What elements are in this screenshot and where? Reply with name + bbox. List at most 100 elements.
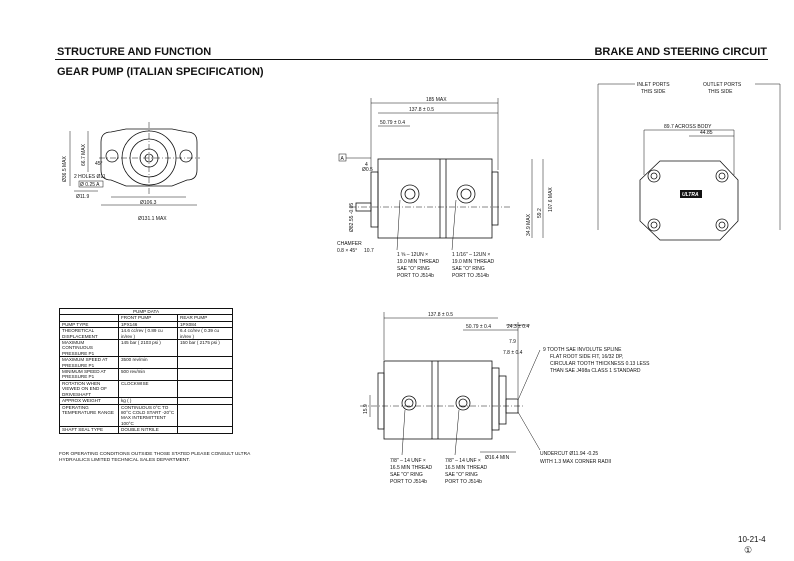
table-cell: 3500 rev/min — [118, 356, 178, 370]
spline-spec-line: 9 TOOTH SAE INVOLUTE SPLINE — [543, 347, 622, 353]
dim-label: 34.9 MAX — [526, 213, 532, 236]
front-flange-view — [69, 122, 200, 206]
dim-label: 2 HOLES Ø11 — [74, 174, 106, 180]
page-number: 10-21-4 — [738, 535, 766, 544]
dim-label: Ø36.5 MAX — [62, 155, 68, 182]
logo-text: ULTRA — [682, 192, 699, 198]
table-cell: 1PX084 — [177, 320, 233, 329]
table-cell — [177, 426, 233, 434]
dim-label: CHAMFER — [337, 241, 362, 247]
table-cell: MAXIMUM SPEED AT PRESSURE P1 — [59, 356, 119, 370]
port-spec-line: SAE "O" RING — [397, 266, 430, 272]
table-cell — [177, 403, 233, 428]
spline-spec-line: CIRCULAR TOOTH THICKNESS 0.13 LESS — [550, 361, 650, 367]
port-spec-line: 7/8" – 14 UNF × — [390, 458, 426, 464]
footnote: FOR OPERATING CONDITIONS OUTSIDE THOSE S… — [59, 452, 251, 464]
dim-label: 0.8 × 45° — [337, 248, 357, 254]
side-view-bottom — [360, 312, 541, 456]
port-spec-line: SAE "O" RING — [390, 472, 423, 478]
dim-label: 50.79 ± 0.4 — [466, 324, 491, 330]
revision-mark: ① — [744, 545, 753, 555]
dim-label: 45° — [95, 161, 103, 167]
dim-label: 185 MAX — [426, 97, 447, 103]
port-spec-line: 19.0 MIN THREAD — [452, 259, 495, 265]
dim-label: 4 — [365, 162, 368, 168]
dim-label: Ø106.3 — [140, 200, 157, 206]
page-subtitle: GEAR PUMP (ITALIAN SPECIFICATION) — [57, 66, 264, 78]
outlet-label: OUTLET PORTS — [703, 82, 742, 88]
table-cell — [177, 368, 233, 381]
dim-label: Ø131.1 MAX — [138, 216, 167, 222]
dim-label: 66.7 MAX — [81, 143, 87, 166]
table-cell: ROTATION WHEN VIEWED ON END OF DRIVESHAF… — [59, 379, 119, 399]
table-cell: 145 bar ( 2103 psi ) — [118, 339, 178, 358]
undercut-spec-line: UNDERCUT Ø11.94 -0.25 — [540, 451, 598, 457]
dim-label: 137.8 ± 0.5 — [428, 312, 453, 318]
column-header: REAR PUMP — [177, 314, 233, 322]
port-spec-line: 16.5 MIN THREAD — [390, 465, 433, 471]
port-spec-line: 7/8" – 14 UNF × — [445, 458, 481, 464]
dim-label: 59.2 — [537, 208, 543, 218]
table-cell: DOUBLE NITRILE — [118, 426, 178, 434]
end-view — [597, 83, 781, 241]
port-spec-line: 19.0 MIN THREAD — [397, 259, 440, 265]
undercut-spec-line: WITH 1.3 MAX CORNER RADII — [540, 459, 611, 465]
dim-label: 15.9 — [363, 404, 369, 414]
table-cell: SHAFT SEAL TYPE — [59, 426, 119, 434]
dim-label: Ø11.9 — [76, 194, 89, 200]
section-title: STRUCTURE AND FUNCTION — [57, 46, 212, 58]
dim-label: 7.8 ± 0.4 — [503, 350, 523, 356]
port-spec-line: PORT TO J514b — [397, 273, 434, 279]
outlet-label: THIS SIDE — [708, 89, 733, 95]
dim-label: Ø 0.25 A — [80, 182, 100, 188]
port-spec-line: 16.5 MIN THREAD — [445, 465, 488, 471]
table-cell: CONTINUOUS 0°C TO 80°C COLD START -20°C … — [118, 403, 178, 428]
dim-label: 137.8 ± 0.5 — [409, 107, 434, 113]
spline-spec-line: THAN SAE J498a CLASS 1 STANDARD — [550, 368, 641, 374]
table-cell: MAXIMUM CONTINUOUS PRESSURE P1 — [59, 339, 119, 358]
port-spec-line: PORT TO J514b — [452, 273, 489, 279]
inlet-label: INLET PORTS — [637, 82, 670, 88]
table-cell: OPERATING TEMPERATURE RANGE — [59, 403, 119, 428]
table-cell: 6.4 cc/rev ( 0.39 cu in/rev ) — [177, 327, 233, 341]
dim-label: 24.3 ± 0.4 — [507, 324, 529, 330]
dim-label: Ø0.5 — [362, 167, 373, 173]
dim-label: 89.7 ACROSS BODY — [664, 124, 712, 130]
table-cell: CLOCKWISE — [118, 379, 178, 399]
datum-label: A — [341, 156, 345, 162]
port-spec-line: 1 ⅝ – 12UN × — [397, 252, 428, 258]
table-cell — [177, 379, 233, 399]
chapter-title: BRAKE AND STEERING CIRCUIT — [594, 46, 767, 58]
dim-label: 10.7 — [364, 248, 374, 254]
side-view-top — [338, 98, 544, 251]
table-cell: 14.6 cc/rev ( 0.89 cu in/rev ) — [118, 327, 178, 341]
port-spec-line: SAE "O" RING — [452, 266, 485, 272]
dim-label: 107.6 MAX — [548, 187, 554, 212]
table-cell: THEORETICAL DISPLACEMENT — [59, 327, 119, 341]
dim-label: 44.85 — [700, 130, 713, 136]
port-spec-line: SAE "O" RING — [445, 472, 478, 478]
port-spec-line: PORT TO J514b — [445, 479, 482, 485]
port-spec-line: 1 1/16" – 12UN × — [452, 252, 490, 258]
table-row: ROTATION WHEN VIEWED ON END OF DRIVESHAF… — [59, 379, 233, 399]
dim-label: 50.79 ± 0.4 — [380, 120, 405, 126]
port-spec-line: PORT TO J514b — [390, 479, 427, 485]
table-cell — [177, 356, 233, 370]
spline-spec-line: FLAT ROOT SIDE FIT, 16/32 DP, — [550, 354, 623, 360]
table-title: PUMP DATA — [59, 307, 233, 316]
header-rule — [55, 59, 768, 60]
pump-data-table: PUMP DATA FRONT PUMP REAR PUMP PUMP TYPE… — [59, 307, 233, 434]
dim-label: Ø16.4 MIN — [485, 455, 510, 461]
dim-label: 7.9 — [509, 339, 516, 345]
inlet-label: THIS SIDE — [641, 89, 666, 95]
table-cell — [177, 397, 233, 405]
